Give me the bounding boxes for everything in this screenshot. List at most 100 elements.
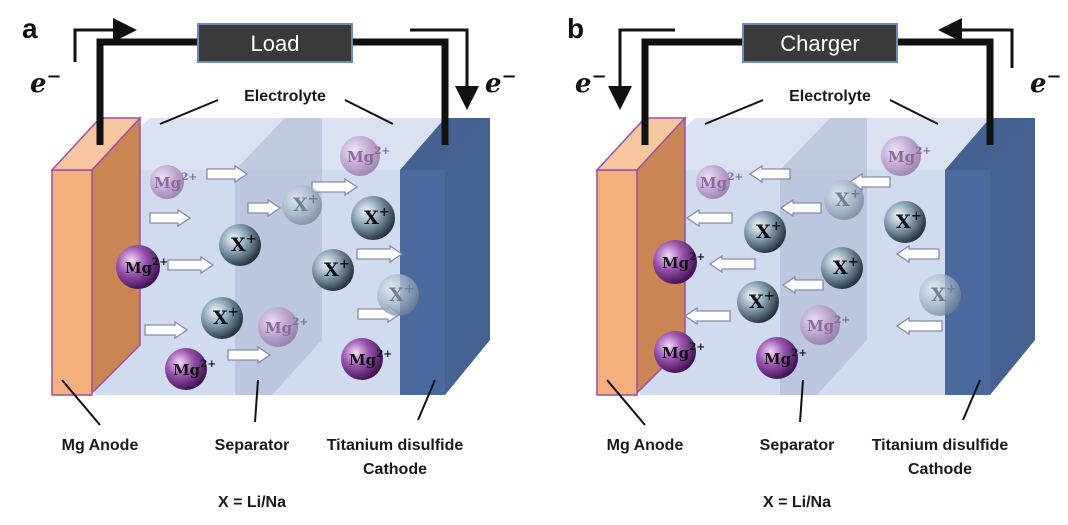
x-ion-sphere bbox=[219, 224, 261, 266]
electrolyte-leader-left bbox=[704, 99, 764, 125]
ion-flow-arrow bbox=[779, 198, 822, 218]
x-ion-charge: + bbox=[911, 209, 922, 224]
x-ion-charge: + bbox=[228, 305, 239, 320]
electron-flow-arrow-right bbox=[410, 28, 479, 110]
x-ion-sphere bbox=[824, 180, 864, 220]
panel-letter: a bbox=[22, 13, 38, 44]
ion-flow-arrow bbox=[683, 306, 731, 326]
mg-ion-charge: 2+ bbox=[689, 341, 705, 353]
mg-ion-sphere bbox=[340, 136, 380, 176]
x-ion-sphere bbox=[737, 281, 779, 323]
electron-label-right: e− bbox=[485, 66, 517, 99]
cathode-leader bbox=[962, 379, 981, 421]
x-ion-charge: + bbox=[379, 205, 390, 220]
mg-ion-sphere bbox=[756, 337, 798, 379]
cathode-label-line1: Titanium disulfide bbox=[327, 437, 464, 454]
electron-label-left-sup: − bbox=[47, 66, 62, 87]
ion-flow-arrow bbox=[748, 164, 791, 184]
right-wire bbox=[352, 38, 449, 145]
anode-leader bbox=[61, 379, 101, 426]
panel-b: Chargerbe−e−ElectrolyteMg2+Mg2+Mg2+Mg2+M… bbox=[567, 13, 1062, 511]
x-ion-sphere bbox=[919, 274, 961, 316]
anode-top bbox=[595, 117, 687, 171]
x-ion-sphere bbox=[377, 274, 419, 316]
ion-flow-arrow bbox=[144, 320, 189, 340]
x-ion-sphere bbox=[884, 201, 926, 243]
mg-ion-charge: 2+ bbox=[374, 145, 390, 157]
separator-label: Separator bbox=[760, 437, 835, 454]
panel-a: Loadae−e−ElectrolyteMg2+Mg2+Mg2+Mg2+Mg2+… bbox=[22, 13, 517, 511]
mg-ion-sphere bbox=[653, 240, 697, 284]
x-ion-charge: + bbox=[771, 219, 782, 234]
anode-label: Mg Anode bbox=[607, 437, 684, 454]
x-ion-sphere bbox=[282, 185, 322, 225]
x-ion-charge: + bbox=[848, 255, 859, 270]
electron-label-right-sup: − bbox=[502, 66, 517, 87]
mg-ion-sphere bbox=[654, 331, 696, 373]
x-ion-sphere bbox=[312, 249, 354, 291]
x-ion-sphere bbox=[744, 211, 786, 253]
ion-flow-arrow bbox=[167, 255, 215, 275]
mg-ion-sphere bbox=[165, 348, 207, 390]
x-ion-charge: + bbox=[339, 257, 350, 272]
cathode-label-line2: Cathode bbox=[363, 461, 427, 478]
mg-ion-charge: 2+ bbox=[181, 171, 197, 183]
x-ion-charge: + bbox=[404, 282, 415, 297]
cathode-leader bbox=[417, 379, 436, 421]
mg-ion-charge: 2+ bbox=[689, 251, 705, 263]
ion-flow-arrow bbox=[895, 244, 940, 264]
electron-flow-arrow-left bbox=[608, 28, 675, 110]
electron-label-left-sup: − bbox=[592, 66, 607, 87]
power-box bbox=[742, 23, 898, 63]
mg-ion-sphere bbox=[881, 136, 921, 176]
electron-label-right-sup: − bbox=[1047, 66, 1062, 87]
separator-leader bbox=[799, 379, 804, 423]
electron-label-right: e− bbox=[1030, 66, 1062, 99]
cathode-label-line1: Titanium disulfide bbox=[872, 437, 1009, 454]
mg-ion-charge: 2+ bbox=[200, 358, 216, 370]
separator-leader bbox=[254, 379, 259, 423]
electron-label-left: e− bbox=[575, 66, 607, 99]
mg-ion-sphere bbox=[116, 245, 160, 289]
ion-flow-arrow bbox=[311, 177, 359, 197]
x-ion-charge: + bbox=[946, 282, 957, 297]
x-ion-charge: + bbox=[764, 289, 775, 304]
mg-ion-sphere bbox=[341, 338, 383, 380]
electron-flow-arrow-right bbox=[938, 18, 1014, 68]
ion-flow-arrow bbox=[685, 208, 733, 228]
x-ion-charge: + bbox=[850, 187, 861, 202]
panel-letter: b bbox=[567, 13, 584, 44]
x-ion-label: X+ bbox=[389, 282, 415, 306]
mg-ion-charge: 2+ bbox=[915, 145, 931, 157]
electrolyte-label: Electrolyte bbox=[789, 88, 871, 105]
mg-ion-charge: 2+ bbox=[727, 171, 743, 183]
mg-ion-charge: 2+ bbox=[834, 314, 850, 326]
mg-ion-sphere bbox=[258, 307, 298, 347]
anode-front bbox=[596, 169, 638, 396]
ion-flow-arrow bbox=[781, 275, 824, 295]
electron-label-left: e− bbox=[30, 66, 62, 99]
formula-label: X = Li/Na bbox=[218, 494, 286, 511]
ion-flow-arrow bbox=[149, 208, 192, 228]
x-ion-sphere bbox=[821, 247, 863, 289]
electrolyte-label: Electrolyte bbox=[244, 88, 326, 105]
mg-ion-charge: 2+ bbox=[791, 347, 807, 359]
left-wire bbox=[641, 38, 743, 145]
anode-front bbox=[51, 169, 93, 396]
mg-ion-sphere bbox=[800, 305, 840, 345]
mg-ion-sphere bbox=[150, 165, 184, 199]
power-box-label: Charger bbox=[780, 31, 859, 56]
power-box-label: Load bbox=[251, 31, 300, 56]
separator-label: Separator bbox=[215, 437, 290, 454]
ion-flow-arrow bbox=[247, 198, 282, 218]
right-wire bbox=[897, 38, 994, 145]
x-ion-sphere bbox=[201, 297, 243, 339]
electrolyte-leader-right bbox=[344, 99, 394, 125]
ion-flow-arrow bbox=[356, 244, 404, 264]
left-wire bbox=[96, 38, 198, 145]
ion-flow-arrow bbox=[206, 164, 249, 184]
anode-label: Mg Anode bbox=[62, 437, 139, 454]
x-ion-charge: + bbox=[246, 232, 257, 247]
anode-top bbox=[50, 117, 142, 171]
ion-flow-arrow bbox=[895, 316, 943, 336]
